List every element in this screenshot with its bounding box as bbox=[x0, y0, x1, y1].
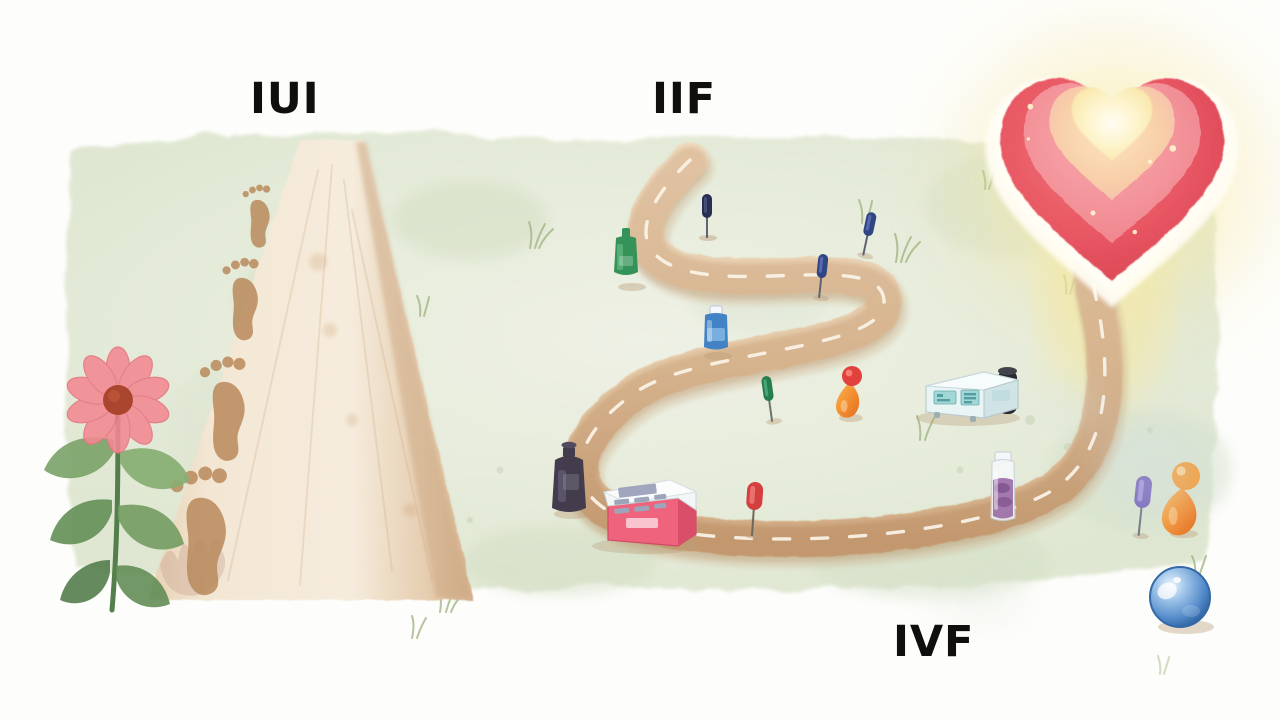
blue-syringe-3 bbox=[813, 254, 830, 302]
blue-embryo-sphere bbox=[1149, 566, 1214, 634]
dark-blue-syringe-1 bbox=[699, 194, 717, 241]
label-ivf: IVF bbox=[893, 617, 975, 667]
blue-syringe-2 bbox=[857, 212, 877, 260]
glowing-heart bbox=[985, 77, 1239, 308]
flower-petals bbox=[66, 346, 170, 454]
label-iui: IUI bbox=[250, 74, 320, 124]
background-blobs bbox=[936, 383, 1211, 618]
heart-sparkles bbox=[1026, 103, 1177, 235]
flower-leaves bbox=[44, 437, 190, 608]
dark-navy-bottle bbox=[552, 441, 590, 519]
purple-specimen-vial bbox=[990, 451, 1020, 526]
green-bottle bbox=[614, 228, 646, 291]
label-iif: IIF bbox=[652, 74, 716, 124]
lab-incubator bbox=[916, 367, 1020, 426]
red-syringe bbox=[744, 482, 764, 540]
pink-daisy-flower bbox=[44, 346, 190, 613]
green-syringe bbox=[761, 376, 783, 425]
orange-pipette bbox=[835, 366, 863, 422]
pink-lab-device bbox=[592, 479, 700, 554]
blue-vial bbox=[704, 305, 732, 360]
